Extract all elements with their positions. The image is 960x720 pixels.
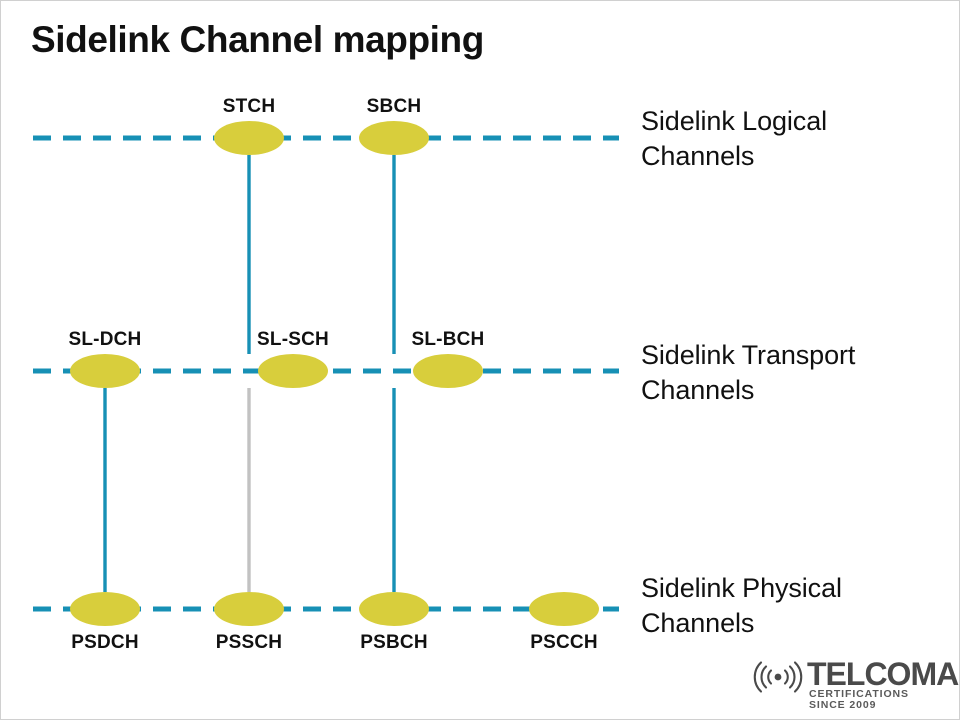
channel-node-stch[interactable] [214, 121, 284, 155]
telcoma-logo: TELCOMA CERTIFICATIONS SINCE 2009 [749, 658, 959, 711]
channel-node-sl-dch[interactable] [70, 354, 140, 388]
page-title: Sidelink Channel mapping [31, 19, 484, 60]
row-label-transport: Sidelink Transport Channels [641, 340, 856, 405]
channel-label-stch: STCH [222, 96, 276, 117]
row-label-logical: Sidelink Logical Channels [641, 106, 828, 171]
logo-tagline: CERTIFICATIONS SINCE 2009 [809, 688, 909, 711]
channel-node-sbch[interactable] [359, 121, 429, 155]
channel-node-psdch[interactable] [70, 592, 140, 626]
channel-label-pssch: PSSCH [215, 632, 283, 653]
channel-label-pscch: PSCCH [530, 632, 598, 653]
channel-node-pssch[interactable] [214, 592, 284, 626]
wireless-signal-icon [753, 661, 803, 693]
channel-label-psdch: PSDCH [71, 632, 139, 653]
channel-label-sl-bch: SL-BCH [411, 329, 485, 350]
nodes-group [70, 121, 599, 626]
channel-label-sl-sch: SL-SCH [257, 329, 329, 350]
logo-wordmark: TELCOMA [807, 656, 959, 692]
connectors-group [103, 155, 396, 592]
channel-node-pscch[interactable] [529, 592, 599, 626]
channel-label-sbch: SBCH [366, 96, 422, 117]
channel-node-sl-bch[interactable] [413, 354, 483, 388]
row-label-physical: Sidelink Physical Channels [641, 573, 842, 638]
channel-node-sl-sch[interactable] [258, 354, 328, 388]
channel-node-psbch[interactable] [359, 592, 429, 626]
channel-label-psbch: PSBCH [360, 632, 428, 653]
channel-label-sl-dch: SL-DCH [68, 329, 142, 350]
